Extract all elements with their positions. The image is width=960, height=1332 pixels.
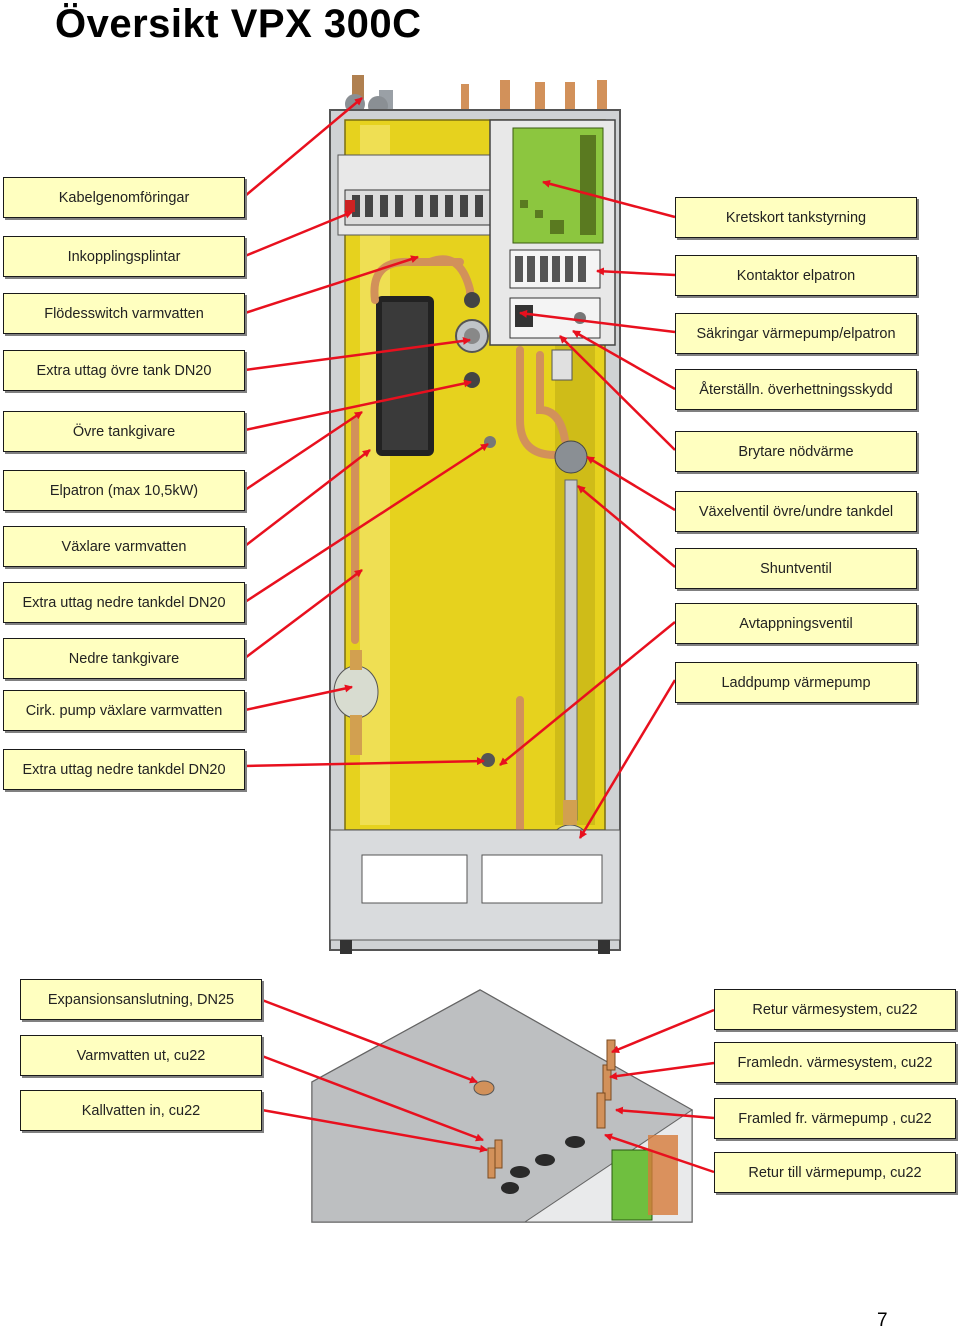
circulation-pump-hot-water bbox=[333, 665, 379, 719]
label-aterstalln: Återställn. överhettningsskydd bbox=[675, 369, 917, 410]
label-inkopplingsplintar: Inkopplingsplintar bbox=[3, 236, 245, 277]
label-ovre-tankgivare: Övre tankgivare bbox=[3, 411, 245, 452]
label-brytare-nodvarme: Brytare nödvärme bbox=[675, 431, 917, 472]
label-shuntventil: Shuntventil bbox=[675, 548, 917, 589]
page-number: 7 bbox=[877, 1310, 888, 1331]
label-kretskort: Kretskort tankstyrning bbox=[675, 197, 917, 238]
label-cirk-pump: Cirk. pump växlare varmvatten bbox=[3, 690, 245, 731]
label-extra-uttag-nedre-1: Extra uttag nedre tankdel DN20 bbox=[3, 582, 245, 623]
page-title: Översikt VPX 300C bbox=[55, 2, 422, 46]
shunt-valve-motor bbox=[554, 440, 588, 474]
label-expansionsanslutning: Expansionsanslutning, DN25 bbox=[20, 979, 262, 1020]
label-framled-varmepump: Framled fr. värmepump , cu22 bbox=[714, 1098, 956, 1139]
label-retur-varmepump: Retur till värmepump, cu22 bbox=[714, 1152, 956, 1193]
label-kallvatten-in: Kallvatten in, cu22 bbox=[20, 1090, 262, 1131]
label-elpatron: Elpatron (max 10,5kW) bbox=[3, 470, 245, 511]
label-retur-varmesystem: Retur värmesystem, cu22 bbox=[714, 989, 956, 1030]
label-kabelgenomforingar: Kabelgenomföringar bbox=[3, 177, 245, 218]
label-vaxelventil: Växelventil övre/undre tankdel bbox=[675, 491, 917, 532]
label-varmvatten-ut: Varmvatten ut, cu22 bbox=[20, 1035, 262, 1076]
label-extra-uttag-ovre: Extra uttag övre tank DN20 bbox=[3, 350, 245, 391]
label-avtappningsventil: Avtappningsventil bbox=[675, 603, 917, 644]
label-nedre-tankgivare: Nedre tankgivare bbox=[3, 638, 245, 679]
label-extra-uttag-nedre-2: Extra uttag nedre tankdel DN20 bbox=[3, 749, 245, 790]
top-view-illustration bbox=[311, 989, 693, 1223]
label-flodesswitch: Flödesswitch varmvatten bbox=[3, 293, 245, 334]
label-kontaktor: Kontaktor elpatron bbox=[675, 255, 917, 296]
label-sakringar: Säkringar värmepump/elpatron bbox=[675, 313, 917, 354]
label-framledn-varmesystem: Framledn. värmesystem, cu22 bbox=[714, 1042, 956, 1083]
label-vaxlare-varmvatten: Växlare varmvatten bbox=[3, 526, 245, 567]
label-laddpump: Laddpump värmepump bbox=[675, 662, 917, 703]
